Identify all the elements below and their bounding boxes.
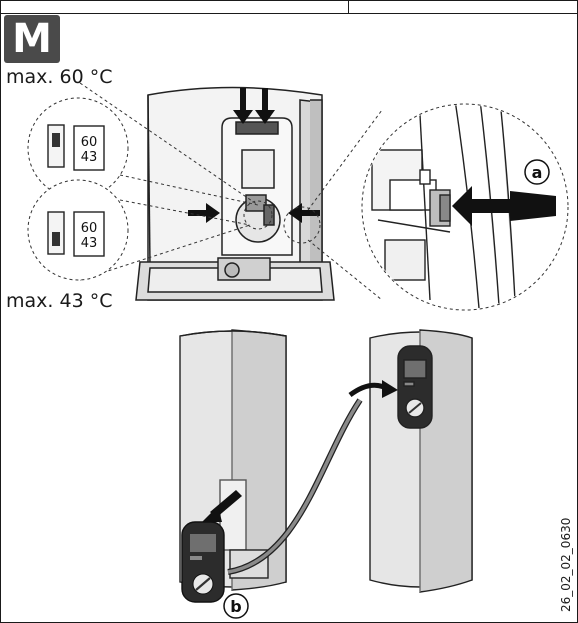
header-divider [348, 0, 349, 13]
removal-arrow [202, 490, 242, 522]
header-rule [0, 13, 578, 14]
heater-open-drawing [135, 86, 335, 301]
callout-a-circle [524, 159, 550, 185]
detail-magnifier [361, 103, 569, 311]
top-switch-value-43: 43 [81, 150, 98, 165]
heater-right [369, 329, 473, 593]
magnifier-top [27, 97, 129, 199]
control-panel-detached [181, 521, 225, 603]
top-rule [0, 0, 578, 1]
callout-b-circle [223, 593, 249, 619]
magnifier-bottom [27, 179, 129, 281]
bottom-switch-value-60: 60 [81, 221, 98, 236]
cable-arrow [382, 380, 398, 398]
step-badge: M [4, 15, 60, 63]
top-switch-value-60: 60 [81, 135, 98, 150]
callout-a: a [532, 163, 543, 182]
document-id: 26_02_02_0630 [559, 517, 573, 612]
label-max-43: max. 43 °C [6, 290, 113, 312]
label-max-60: max. 60 °C [6, 66, 113, 88]
leader-lines [79, 82, 383, 301]
bottom-switch-value-43: 43 [81, 236, 98, 251]
callout-b: b [230, 597, 241, 616]
push-arrows [188, 88, 320, 223]
